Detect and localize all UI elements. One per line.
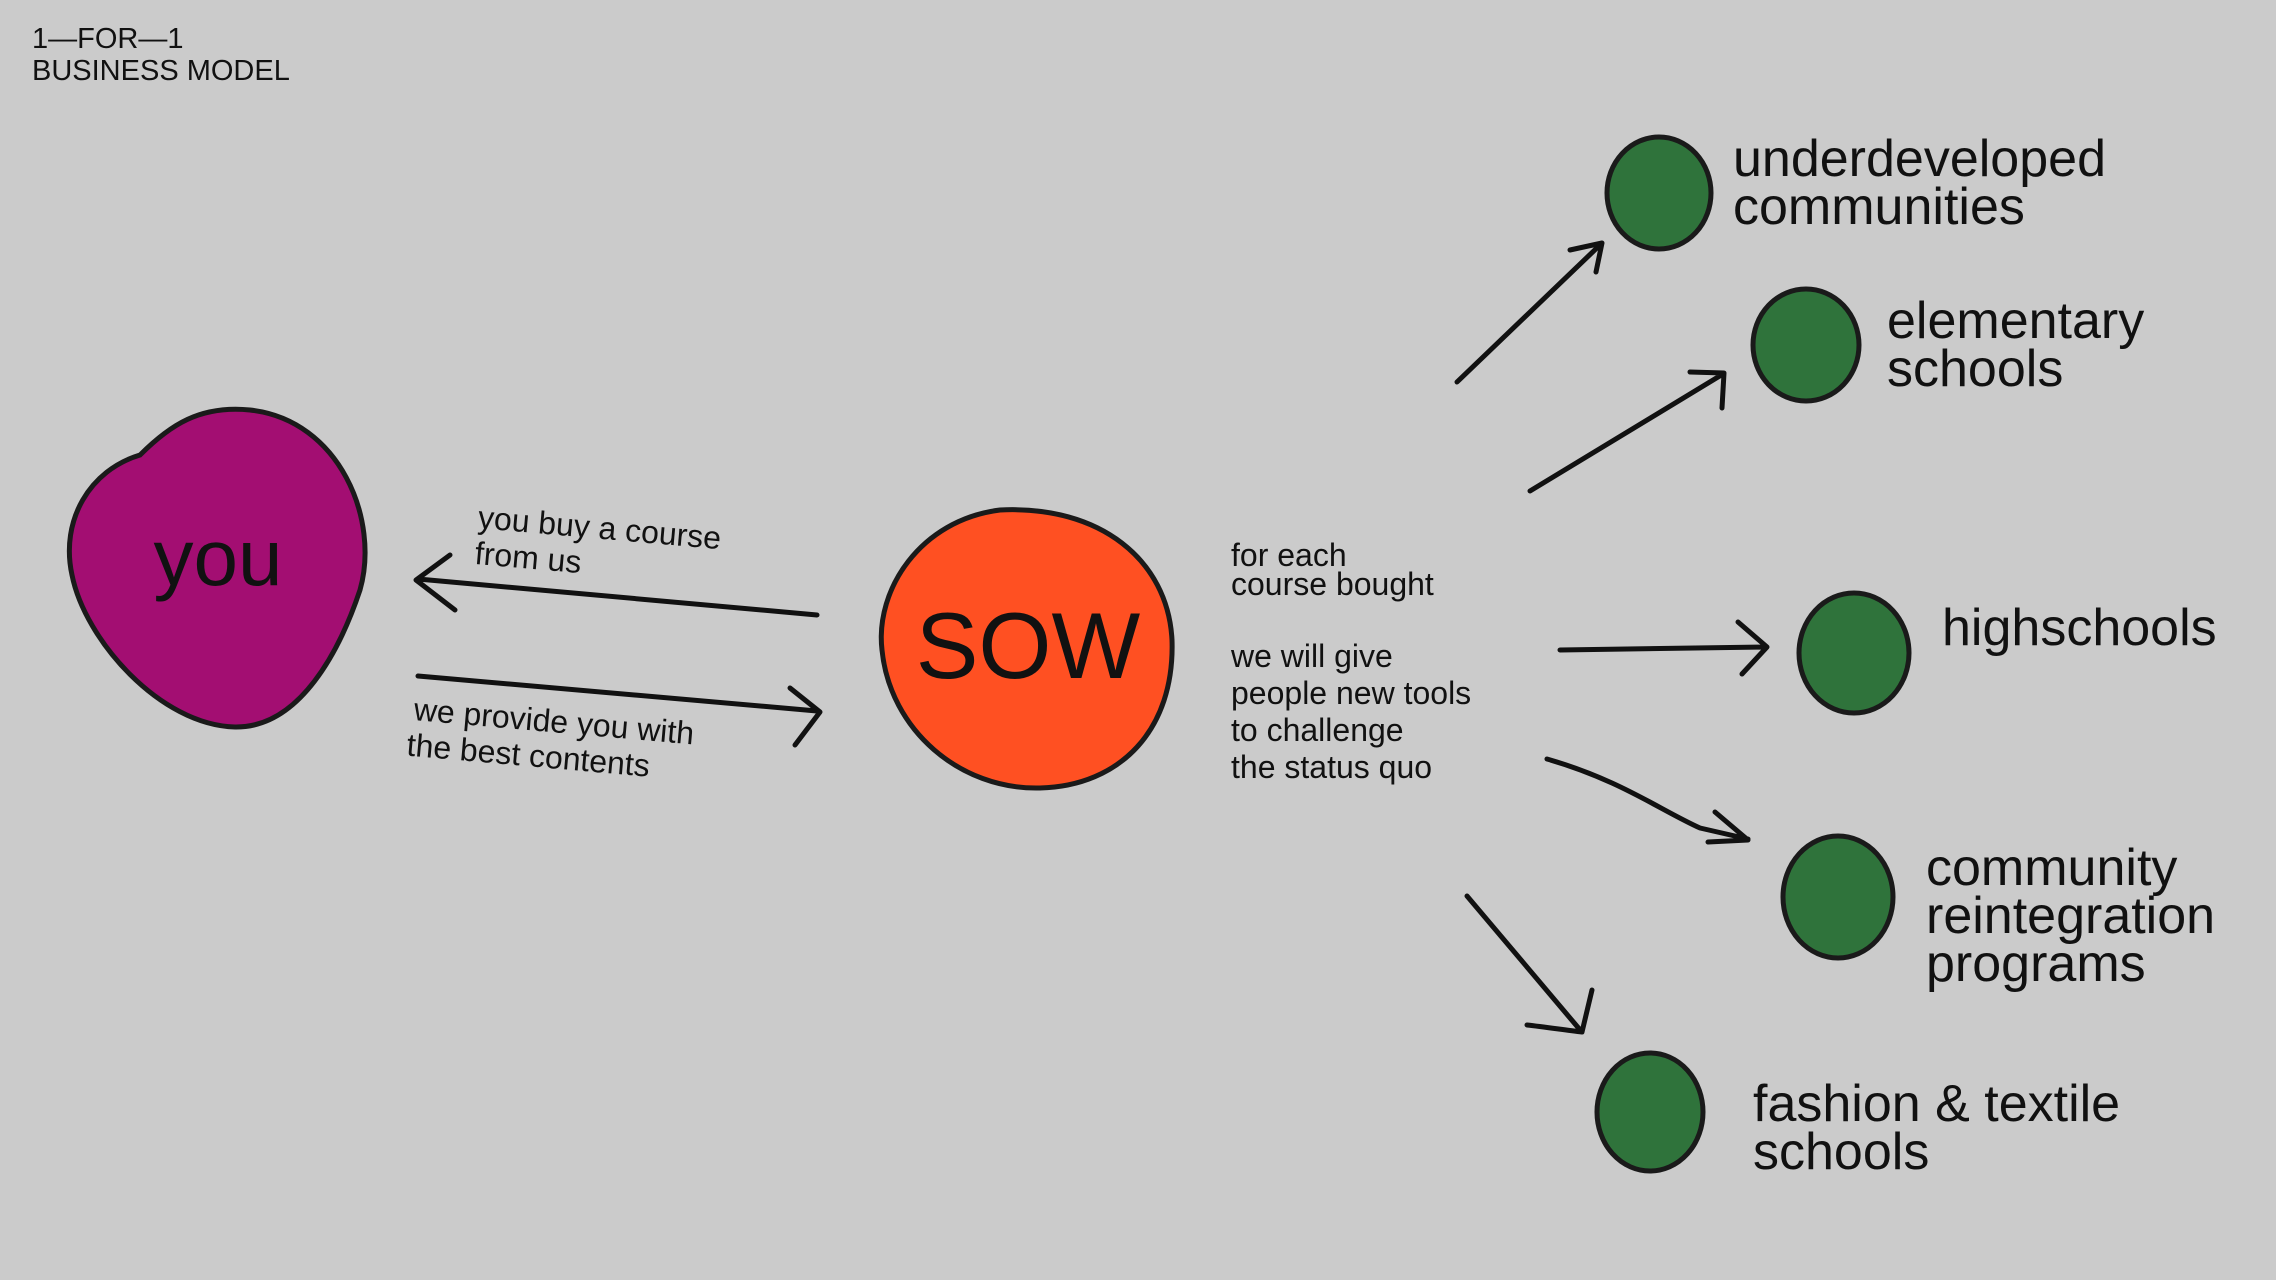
title-line-1: 1—FOR—1: [32, 23, 183, 55]
target-label: schools: [1753, 1123, 1929, 1181]
target-label: communities: [1733, 178, 2025, 236]
promise-line-4: people new tools: [1231, 675, 1471, 711]
target-dot-fashion: [1594, 1050, 1706, 1174]
sow-blob: [878, 507, 1175, 791]
target-label: reintegration: [1926, 887, 2215, 945]
target-label: schools: [1887, 340, 2063, 398]
promise-line-3: we will give: [1230, 638, 1393, 674]
arrow-to-fashion: [1464, 893, 1595, 1035]
target-label: fashion & textile: [1753, 1075, 2120, 1133]
target-dot-highschools: [1796, 590, 1912, 716]
arrow-to-community: [1544, 756, 1751, 845]
target-label: highschools: [1942, 599, 2217, 657]
title-line-2: BUSINESS MODEL: [32, 55, 290, 87]
you-label: you: [154, 513, 283, 602]
target-label: elementary: [1887, 292, 2144, 350]
arrow-to-highschools: [1557, 619, 1770, 677]
target-label: community: [1926, 839, 2177, 897]
arrow-to-underdeveloped: [1454, 240, 1605, 385]
target-label: programs: [1926, 935, 2146, 993]
arrow-you-to-sow: [415, 673, 823, 748]
target-dot-community: [1780, 833, 1896, 961]
arrow-to-elementary: [1527, 369, 1727, 494]
promise-text: for each course bought we will give peop…: [1230, 537, 1471, 785]
arrow-sow-to-you: [413, 552, 820, 618]
sow-label: SOW: [916, 593, 1141, 698]
target-label: underdeveloped: [1733, 130, 2106, 188]
promise-line-2: course bought: [1231, 566, 1434, 602]
promise-line-5: to challenge: [1231, 712, 1404, 748]
you-blob: [66, 406, 368, 730]
promise-line-1: for each: [1231, 537, 1347, 573]
target-dot-underdeveloped: [1604, 134, 1714, 252]
target-dot-elementary: [1750, 286, 1862, 404]
promise-line-6: the status quo: [1231, 749, 1432, 785]
